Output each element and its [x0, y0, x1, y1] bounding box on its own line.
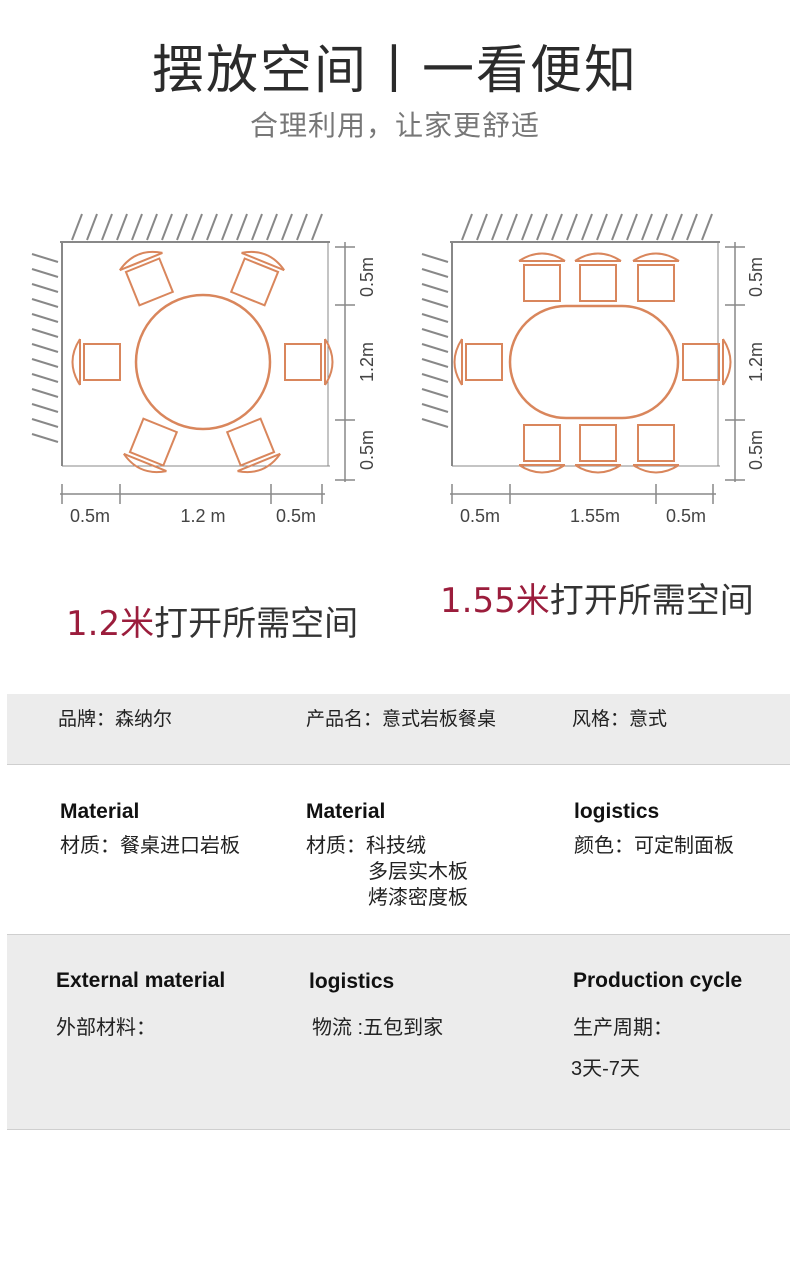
spec-value: 多层实木板	[368, 861, 468, 883]
chair	[518, 252, 566, 302]
caption-number: 1.2米	[66, 604, 155, 644]
chair	[632, 424, 680, 474]
dim-label-v: 0.5m	[746, 430, 766, 470]
spec-value: 物流 :五包到家	[312, 1017, 444, 1039]
dim-label-v: 0.5m	[357, 430, 377, 470]
dim-label-h: 0.5m	[460, 506, 500, 526]
dimension-lines	[60, 242, 355, 504]
caption-number: 1.55米	[440, 581, 550, 621]
page-title: 摆放空间丨一看便知	[151, 41, 638, 101]
chair	[71, 338, 121, 386]
dim-label-v: 0.5m	[357, 257, 377, 297]
chair	[453, 338, 503, 386]
spec-row-basic	[7, 694, 790, 765]
chair	[119, 415, 183, 480]
spec-value: 生产周期：	[573, 1017, 673, 1039]
spec-value: 烤漆密度板	[368, 887, 468, 909]
round-table-caption: 1.2米打开所需空间	[66, 596, 358, 645]
chair	[284, 338, 334, 386]
spec-row-logistics	[7, 934, 790, 1130]
spec-heading: logistics	[574, 800, 660, 823]
spec-heading: Production cycle	[573, 969, 743, 992]
dim-label-h: 0.5m	[666, 506, 706, 526]
oval-table	[508, 304, 680, 420]
spec-value: 材质：餐桌进口岩板	[60, 835, 240, 857]
spec-heading: logistics	[309, 970, 395, 993]
oval-table-diagram: 0.5m 1.55m 0.5m 0.5m 1.2m 0.5m	[421, 213, 766, 526]
spec-brand: 品牌：森纳尔	[58, 709, 173, 730]
wall-hatch-top	[60, 213, 330, 243]
spec-value: 颜色：可定制面板	[574, 835, 734, 857]
spec-product-name: 产品名：意式岩板餐桌	[306, 709, 497, 730]
chair	[574, 252, 622, 302]
oval-table-caption: 1.55米打开所需空间	[440, 573, 754, 622]
dim-label-h: 0.5m	[276, 506, 316, 526]
spec-row-material	[7, 770, 790, 932]
dim-label-h: 1.2 m	[180, 506, 225, 526]
page-subtitle: 合理利用，让家更舒适	[249, 109, 540, 142]
layout-diagrams: 0.5m 1.2 m 0.5m 0.5m 1.2m 0.5m	[31, 213, 766, 526]
chair	[225, 244, 289, 309]
chair	[632, 252, 680, 302]
dim-label-v: 1.2m	[357, 342, 377, 382]
caption-text: 打开所需空间	[154, 604, 359, 644]
chair	[221, 415, 285, 480]
spec-heading: Material	[306, 800, 386, 823]
spec-heading: Material	[60, 800, 140, 823]
round-table	[134, 293, 272, 431]
spec-value: 材质：科技绒	[306, 835, 426, 857]
spec-style: 风格：意式	[572, 709, 668, 730]
dim-label-v: 0.5m	[746, 257, 766, 297]
chair	[574, 424, 622, 474]
dim-label-h: 1.55m	[570, 506, 620, 526]
chair	[115, 244, 179, 309]
chair	[682, 338, 732, 386]
wall-hatch-left	[421, 242, 453, 466]
spec-value: 外部材料：	[56, 1017, 156, 1039]
wall-hatch-left	[31, 242, 63, 466]
spec-heading: External material	[56, 969, 226, 992]
dim-label-h: 0.5m	[70, 506, 110, 526]
round-table-diagram: 0.5m 1.2 m 0.5m 0.5m 1.2m 0.5m	[31, 213, 377, 526]
spec-value: 3天-7天	[571, 1058, 640, 1080]
wall-hatch-top	[450, 213, 720, 243]
dim-label-v: 1.2m	[746, 342, 766, 382]
caption-text: 打开所需空间	[549, 581, 754, 621]
chair	[518, 424, 566, 474]
